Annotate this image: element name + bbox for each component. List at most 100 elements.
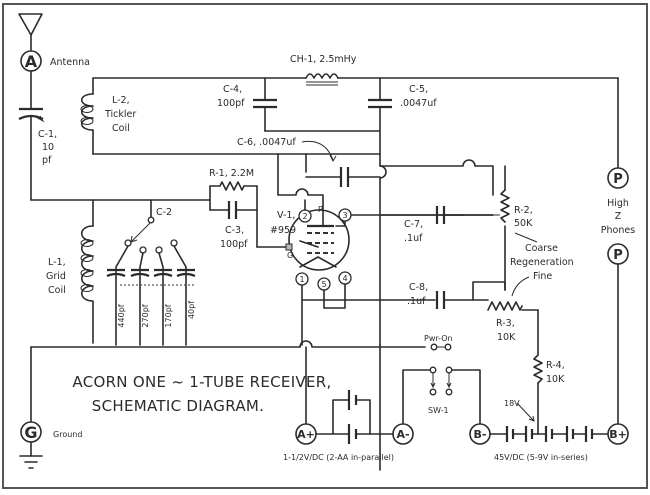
wire [299, 340, 426, 348]
antenna-label: Antenna [50, 57, 90, 68]
c2-value-270pf: 270pf [141, 304, 150, 327]
c1-value: 10 [42, 142, 54, 153]
ground-label: Ground [53, 430, 82, 439]
b-minus-terminal[interactable]: B- [469, 423, 491, 445]
a-plus-terminal[interactable]: A+ [295, 423, 317, 445]
tube-plate-pin-label: P [318, 205, 323, 214]
svg-text:A-: A- [396, 428, 409, 441]
antenna-terminal[interactable]: A [20, 50, 42, 72]
r4-resistor-icon [533, 354, 543, 384]
r3-value: 10K [497, 332, 516, 343]
a-battery-parallel-cells-icon [332, 390, 394, 444]
c7-value: .1uf [404, 233, 423, 244]
diagram-title-line2: SCHEMATIC DIAGRAM. [92, 397, 264, 415]
ch1-label: CH-1, 2.5mHy [290, 54, 357, 65]
arrowhead [528, 415, 535, 422]
svg-text:G: G [24, 423, 37, 442]
wire [173, 245, 187, 346]
c7-name: C-7, [404, 219, 423, 230]
phones-label-line3: Phones [601, 225, 635, 236]
coil-loop [80, 254, 94, 262]
earth-ground-icon [19, 441, 43, 469]
pwr-on-label: Pwr-On [424, 334, 453, 343]
fine-label: Fine [533, 271, 552, 282]
l2-tickler-coil-icon [80, 93, 94, 131]
l1-line3: Coil [48, 285, 66, 296]
a-minus-terminal[interactable]: A- [392, 423, 414, 445]
r3-potentiometer-icon [487, 301, 523, 311]
antenna-symbol-icon [18, 13, 43, 53]
svg-text:5: 5 [321, 280, 326, 289]
coil-loop [80, 117, 94, 125]
a-battery-label: 1-1/2V/DC (2-AA in-parallel) [283, 453, 394, 462]
r4-value: 10K [546, 374, 565, 385]
c5-name: C-5, [409, 84, 428, 95]
tap-18v-label: 18V [504, 399, 520, 408]
phones-label-line1: High [607, 198, 629, 209]
l1-line2: Grid [46, 271, 66, 282]
tube-pin-1: 1 [295, 272, 309, 286]
r1-resistor-icon [209, 181, 258, 191]
c8-value: .1uf [407, 296, 426, 307]
tap-18v-pointer-arrow [516, 402, 534, 421]
b-battery-label: 45V/DC (5-9V in-series) [494, 453, 588, 462]
c2-ganged-capacitors-icon [106, 268, 196, 286]
tube-pin-5: 5 [317, 277, 331, 291]
l2-name: L-2, [112, 95, 130, 106]
l1-grid-coil-icon [80, 225, 94, 344]
sw1-label: SW-1 [428, 406, 449, 415]
ground-terminal[interactable]: G [20, 421, 42, 443]
svg-text:P: P [613, 248, 623, 263]
svg-text:A+: A+ [297, 428, 315, 441]
v1-name: V-1, [277, 210, 295, 221]
r2-value: 50K [514, 218, 533, 229]
v1-value: #959 [270, 225, 296, 236]
svg-text:1: 1 [299, 275, 304, 284]
wire [158, 252, 164, 346]
r3-name: R-3, [496, 318, 515, 329]
c1-unit: pf [42, 155, 52, 166]
coil-loop [80, 105, 94, 113]
c4-name: C-4, [223, 84, 242, 95]
phones-label-line2: Z [615, 211, 622, 222]
wire [115, 245, 129, 346]
c3-value: 100pf [220, 239, 248, 250]
svg-text:2: 2 [302, 212, 307, 221]
c2-common-contact [147, 216, 155, 224]
wire [139, 252, 144, 346]
b-battery-series-cells-icon [489, 426, 609, 442]
coil-loop [80, 239, 94, 247]
diagram-title-line1: ACORN ONE ~ 1-TUBE RECEIVER, [72, 373, 331, 391]
c1-name: C-1, [38, 129, 57, 140]
phones-terminal-bottom[interactable]: P [607, 243, 629, 265]
c4-value: 100pf [217, 98, 245, 109]
b-plus-terminal[interactable]: B+ [607, 423, 629, 445]
l1-name: L-1, [48, 257, 66, 268]
c2-name: C-2 [156, 207, 172, 218]
svg-text:3: 3 [342, 211, 347, 220]
fine-pointer-arrow [511, 276, 530, 297]
c2-value-170pf: 170pf [164, 304, 173, 327]
sw1-switch[interactable] [429, 366, 453, 396]
regeneration-label: Regeneration [510, 257, 574, 268]
pwr-on-contacts[interactable] [430, 343, 452, 351]
svg-text:4: 4 [342, 274, 347, 283]
phones-terminal-top[interactable]: P [607, 167, 629, 189]
c2-position-contacts[interactable] [124, 239, 178, 254]
c2-value-440pf: 440pf [117, 304, 126, 327]
svg-text:P: P [613, 172, 623, 187]
wire [323, 283, 346, 309]
tube-pin-4: 4 [338, 271, 352, 285]
wire [472, 281, 506, 301]
arrowhead [329, 154, 337, 163]
coil-loop [80, 284, 94, 292]
wire [402, 369, 431, 425]
antenna-terminal-symbol: A [25, 52, 38, 71]
wire [277, 153, 324, 207]
c2-switch-arm[interactable] [131, 222, 151, 242]
wire [379, 159, 494, 196]
c6-pointer-arrow [301, 140, 334, 161]
c3-name: C-3, [225, 225, 244, 236]
